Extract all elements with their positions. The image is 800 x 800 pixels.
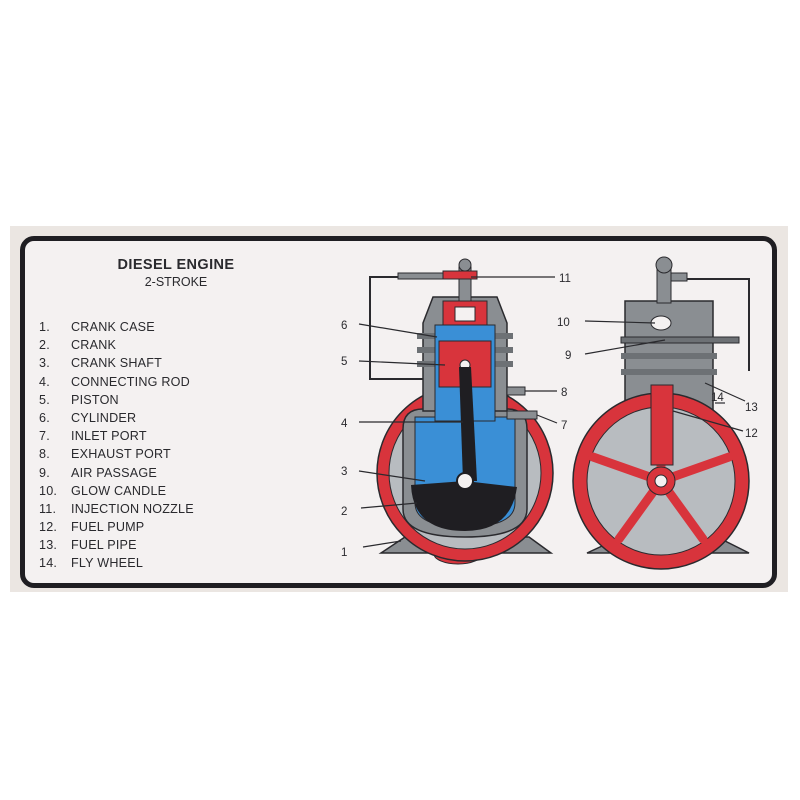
callout-9: 9: [565, 350, 571, 362]
combustion-chamber: [455, 307, 475, 321]
callout-5: 5: [341, 356, 347, 368]
callout-4: 4: [341, 418, 348, 430]
callout-3: 3: [341, 466, 347, 478]
callout-14: 14: [711, 392, 724, 404]
nozzle-cap: [459, 259, 471, 271]
callout-10: 10: [557, 317, 570, 329]
callout-13: 13: [745, 402, 758, 414]
callout-11: 11: [559, 273, 571, 285]
nozzle-arm: [443, 271, 477, 279]
cooling-fin: [621, 353, 717, 359]
air-passage: [621, 337, 739, 343]
engine-section-view: [370, 259, 553, 564]
callout-12: 12: [745, 428, 758, 440]
leader-7: [537, 415, 557, 423]
callout-1: 1: [341, 547, 347, 559]
callout-8: 8: [561, 387, 567, 399]
side-nozzle-arm: [671, 273, 687, 281]
cooling-fin: [621, 369, 717, 375]
side-nozzle-cap: [656, 257, 672, 273]
fly-wheel-axle: [655, 475, 667, 487]
engine-diagram-card: DIESEL ENGINE 2-STROKE 1.CRANK CASE 2.CR…: [20, 236, 777, 588]
crank-shaft: [457, 473, 473, 489]
inlet-port: [507, 411, 537, 419]
callout-6: 6: [341, 320, 347, 332]
callout-2: 2: [341, 506, 347, 518]
callout-7: 7: [561, 420, 567, 432]
fuel-pump: [651, 385, 673, 465]
engine-side-view: [573, 257, 749, 569]
nozzle-pipe: [398, 273, 443, 279]
engine-illustration: 1 2 3 4 5 6 7 8 9 10 11 12 13 14: [25, 241, 772, 583]
exhaust-port: [507, 387, 525, 395]
